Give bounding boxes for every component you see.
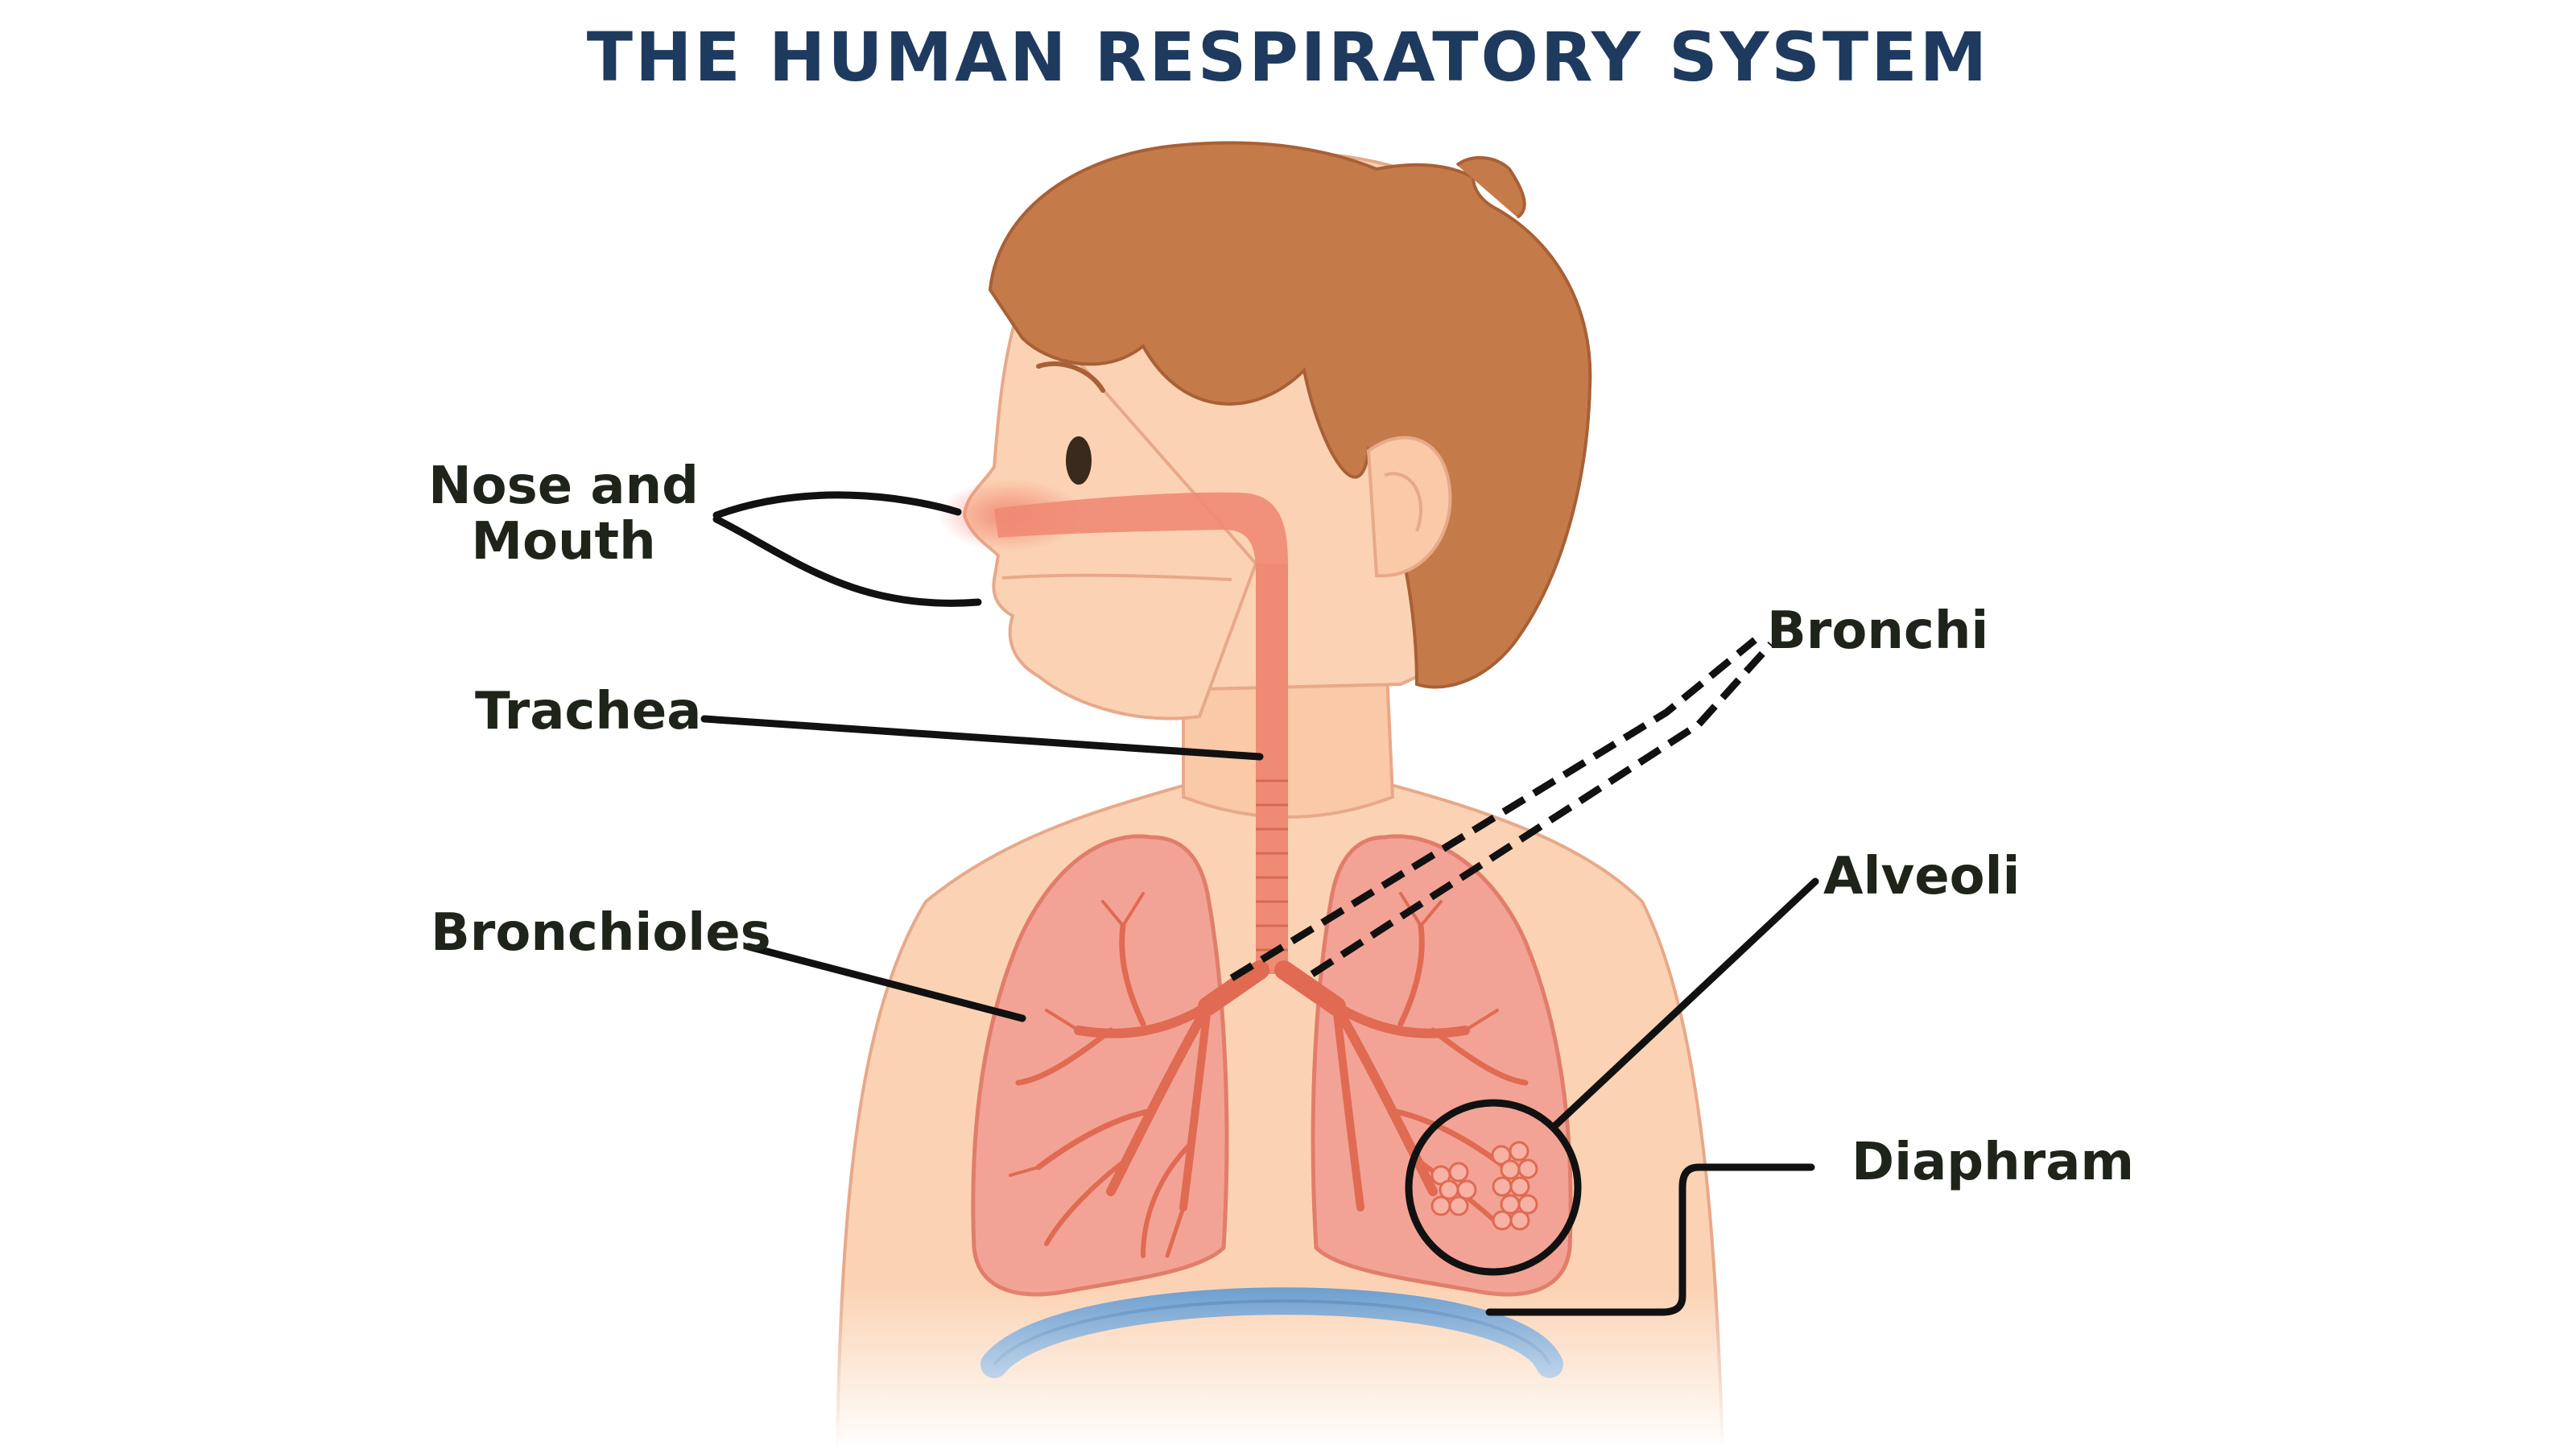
trachea <box>1256 564 1288 974</box>
eye <box>1066 436 1092 485</box>
right-bronchus <box>1274 960 1346 1016</box>
hair <box>988 141 1592 689</box>
leader-diaphram <box>1485 1163 1815 1316</box>
leader-lines <box>700 491 1819 1316</box>
ear <box>1366 436 1452 578</box>
left-bronchus <box>1198 960 1269 1016</box>
label-trachea: Trachea <box>475 682 702 741</box>
bronchi-leaders <box>1229 637 1774 981</box>
leader-alveoli <box>1550 877 1819 1131</box>
label-bronchi: Bronchi <box>1767 601 1989 661</box>
label-alveoli: Alveoli <box>1823 847 2021 906</box>
bottom-fade <box>0 1288 2576 1449</box>
label-nose-and-mouth: Nose and Mouth <box>428 456 699 572</box>
leader-mouth <box>712 515 982 607</box>
mouth-line <box>1001 573 1232 581</box>
alveoli-magnifier <box>1405 1099 1582 1276</box>
label-bronchioles: Bronchioles <box>431 903 771 963</box>
eyebrow <box>1036 361 1105 393</box>
leader-trachea <box>700 715 1264 761</box>
leader-bronchi-2 <box>1310 641 1774 977</box>
hair-tuft <box>1455 155 1526 219</box>
leader-nose <box>712 491 962 519</box>
left-bronchioles <box>1009 892 1212 1258</box>
leader-bronchi-1 <box>1229 637 1757 981</box>
leader-bronchioles <box>745 943 1026 1022</box>
alveoli-clusters <box>1430 1141 1538 1231</box>
diagram-title: THE HUMAN RESPIRATORY SYSTEM <box>586 18 1990 97</box>
label-diaphram: Diaphram <box>1852 1133 2135 1192</box>
